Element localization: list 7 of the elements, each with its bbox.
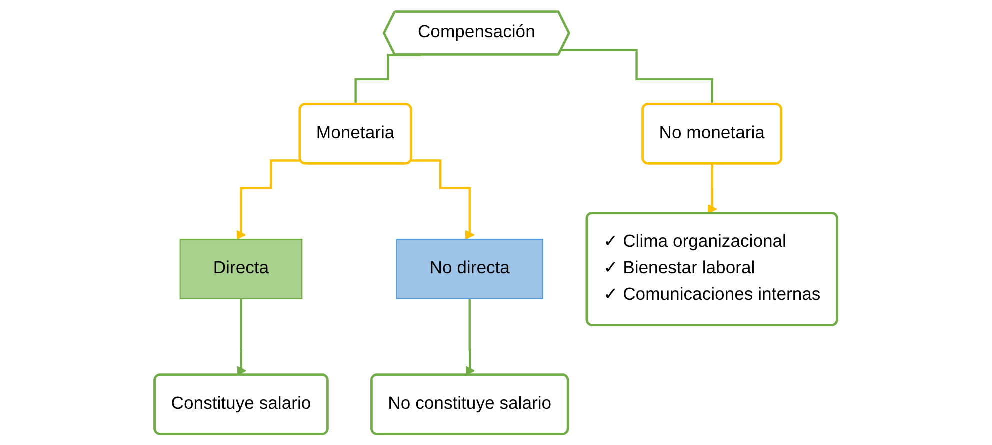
node-box: No directa [396, 238, 544, 299]
arrow [411, 159, 475, 240]
arrow [236, 159, 301, 240]
arrow [708, 162, 718, 214]
arrow [465, 297, 476, 376]
node-box: Directa [180, 238, 303, 299]
arrow [236, 297, 247, 376]
